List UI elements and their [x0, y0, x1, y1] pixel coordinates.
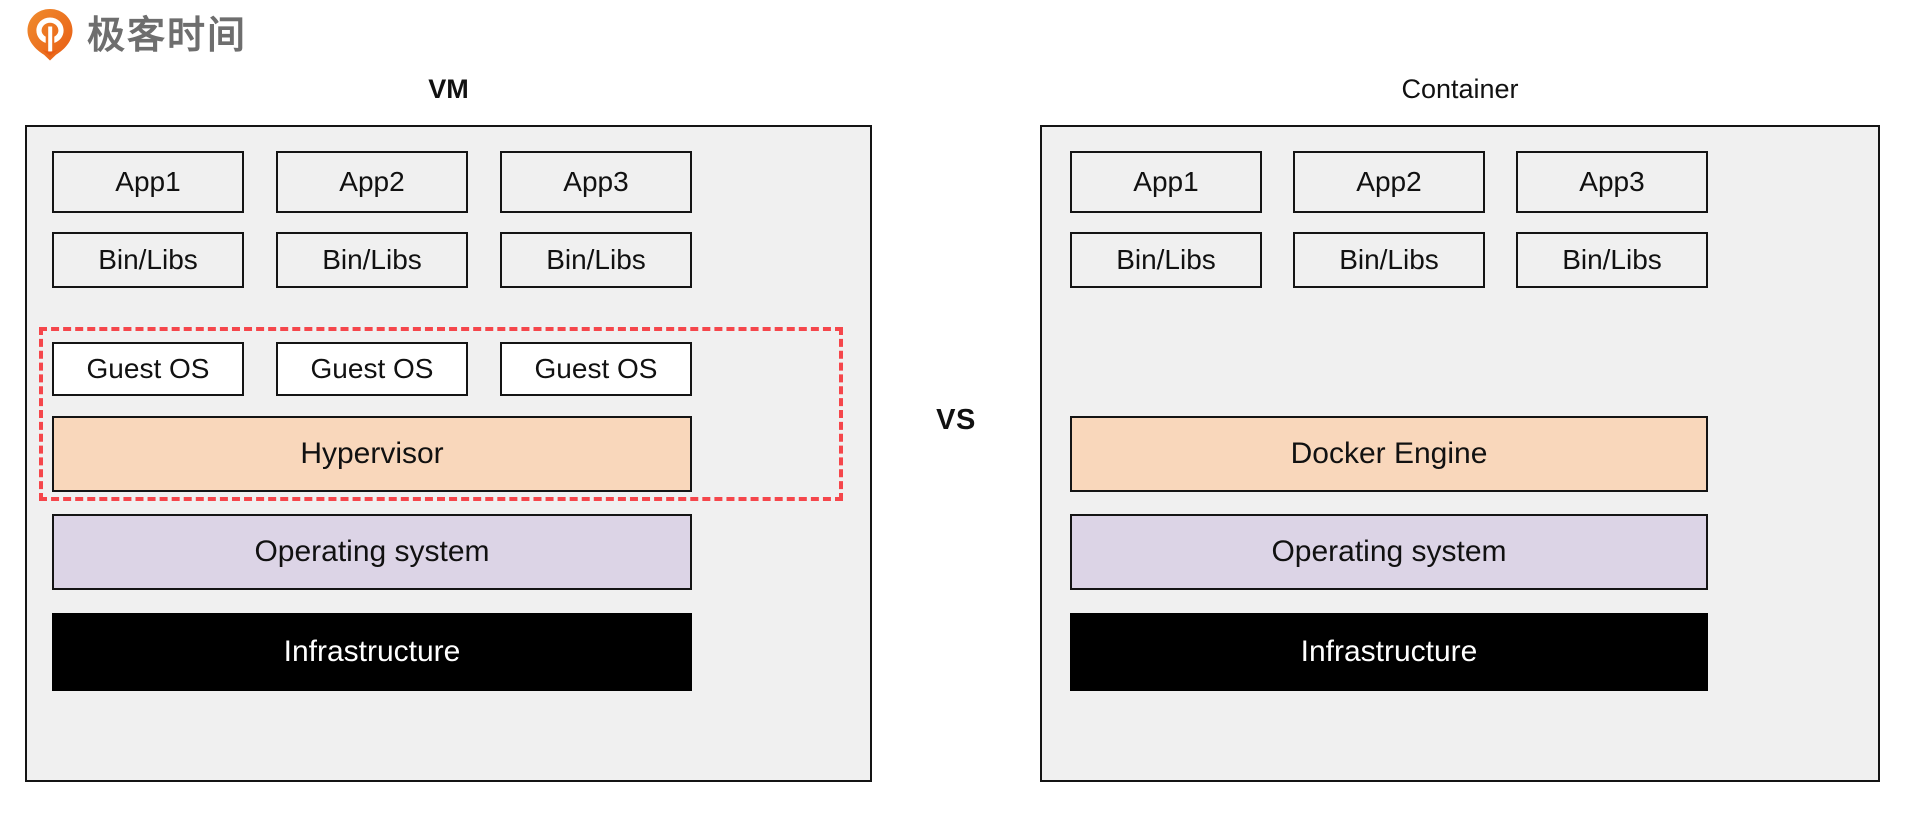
container-app-tile-1[interactable]: App1	[1070, 151, 1262, 213]
container-operating-system-bar[interactable]: Operating system	[1070, 514, 1708, 590]
vm-infrastructure-bar[interactable]: Infrastructure	[52, 613, 692, 691]
container-binlibs-tile-2[interactable]: Bin/Libs	[1293, 232, 1485, 288]
brand-logo: 极客时间	[26, 8, 247, 62]
container-app-tile-2[interactable]: App2	[1293, 151, 1485, 213]
container-infrastructure-bar[interactable]: Infrastructure	[1070, 613, 1708, 691]
container-binlibs-tile-1[interactable]: Bin/Libs	[1070, 232, 1262, 288]
vm-column-title: VM	[428, 74, 469, 104]
vm-guestos-tile-2[interactable]: Guest OS	[276, 342, 468, 396]
brand-name: 极客时间	[87, 13, 248, 57]
vm-binlibs-tile-3[interactable]: Bin/Libs	[500, 232, 692, 288]
vm-hypervisor-bar[interactable]: Hypervisor	[52, 416, 692, 492]
vm-app-tile-2[interactable]: App2	[276, 151, 468, 213]
vm-operating-system-bar[interactable]: Operating system	[52, 514, 692, 590]
vm-guestos-tile-3[interactable]: Guest OS	[500, 342, 692, 396]
vm-app-tile-3[interactable]: App3	[500, 151, 692, 213]
vm-binlibs-tile-1[interactable]: Bin/Libs	[52, 232, 244, 288]
container-panel: App1 App2 App3 Bin/Libs Bin/Libs Bin/Lib…	[1040, 125, 1880, 782]
vm-guestos-tile-1[interactable]: Guest OS	[52, 342, 244, 396]
container-docker-engine-bar[interactable]: Docker Engine	[1070, 416, 1708, 492]
geektime-pin-logo-icon	[27, 9, 73, 61]
container-binlibs-tile-3[interactable]: Bin/Libs	[1516, 232, 1708, 288]
container-app-tile-3[interactable]: App3	[1516, 151, 1708, 213]
container-column-title: Container	[1401, 74, 1519, 104]
vm-app-tile-1[interactable]: App1	[52, 151, 244, 213]
vs-divider-label: VS	[936, 404, 976, 436]
vm-binlibs-tile-2[interactable]: Bin/Libs	[276, 232, 468, 288]
vm-panel: App1 App2 App3 Bin/Libs Bin/Libs Bin/Lib…	[25, 125, 872, 782]
